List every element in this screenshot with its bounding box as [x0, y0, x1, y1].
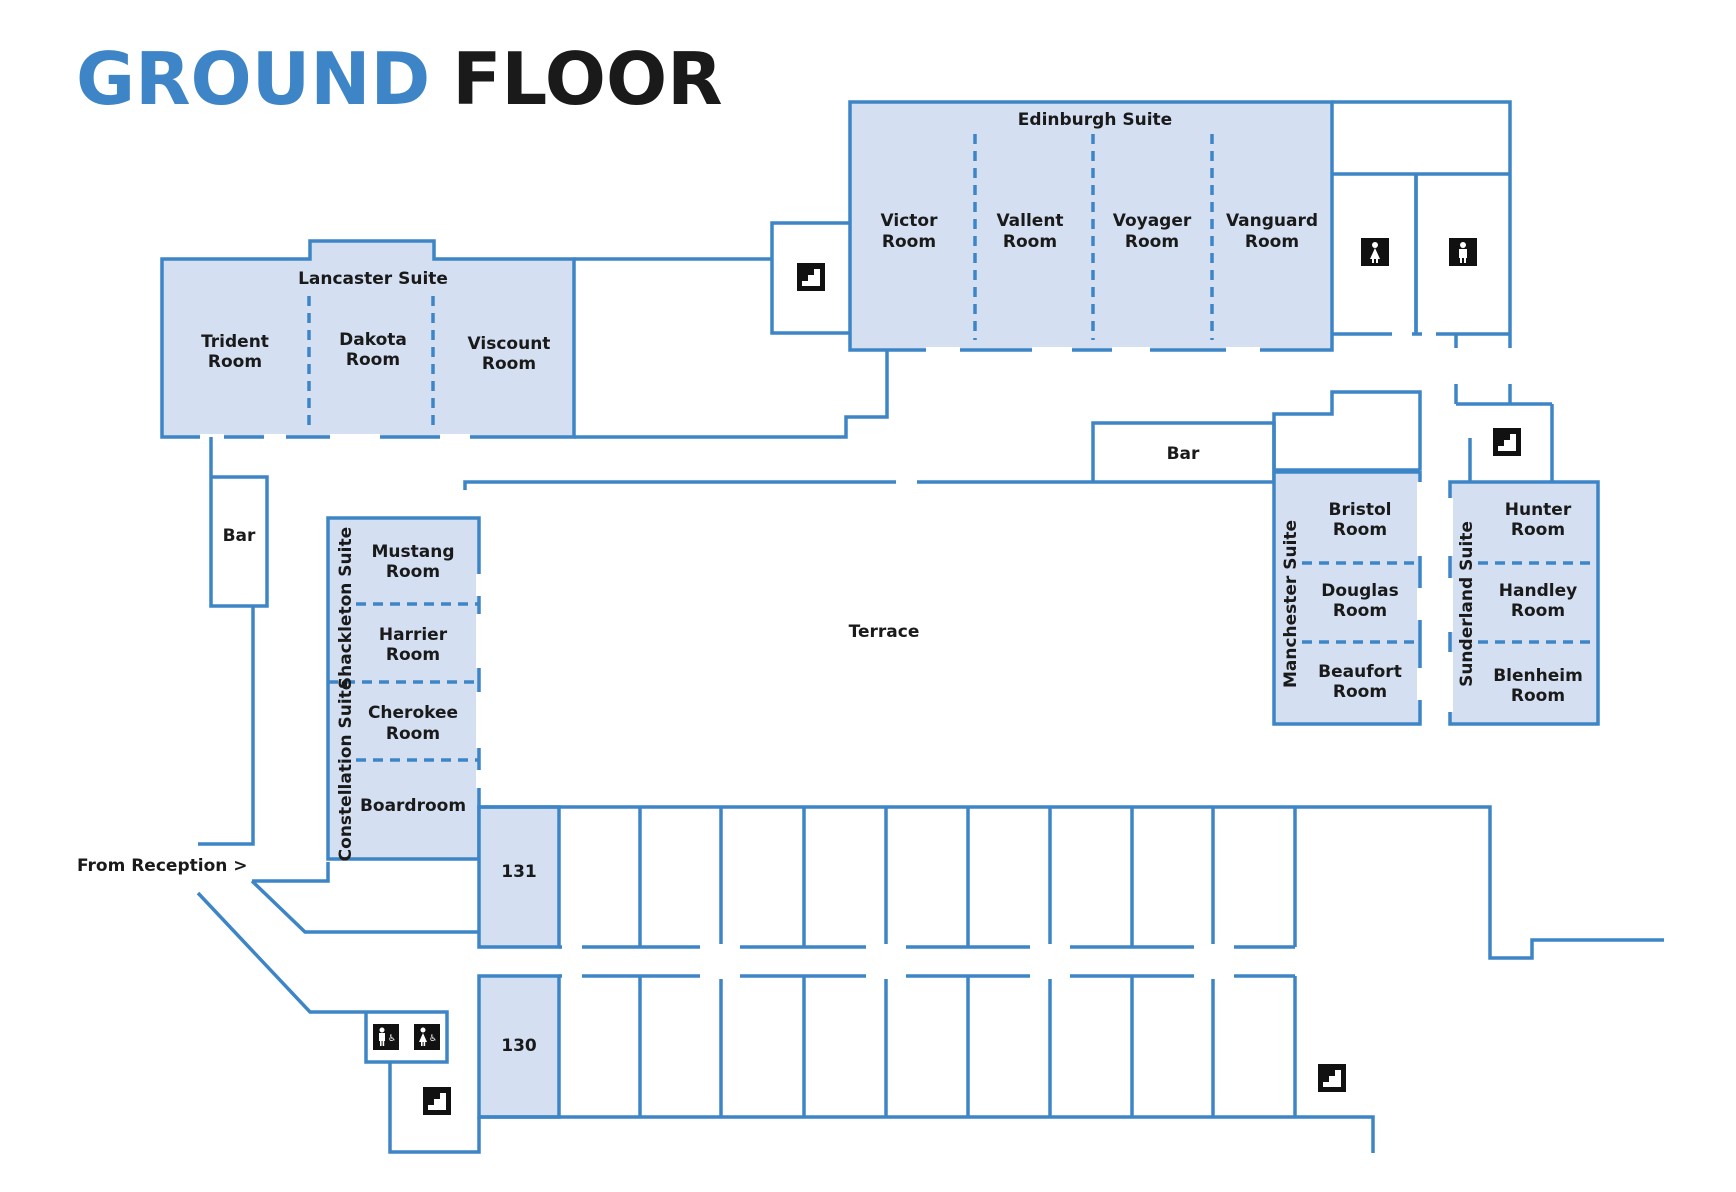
- stairs-icon: [797, 263, 825, 291]
- manchester-suite-label: Manchester Suite: [1281, 520, 1301, 688]
- room-131-label: 131: [501, 862, 537, 882]
- room-130-label: 130: [501, 1036, 537, 1056]
- reception-label: From Reception >: [77, 856, 248, 876]
- toilets-south: [364, 1010, 481, 1154]
- female-toilet-icon: [1361, 238, 1389, 266]
- svg-text:♿: ♿: [388, 1034, 396, 1044]
- boardroom-label: Boardroom: [360, 796, 466, 816]
- sunderland-suite-label: Sunderland Suite: [1457, 521, 1477, 687]
- page-title: GROUND FLOOR: [76, 37, 723, 121]
- handley-room-l2: Room: [1511, 601, 1565, 621]
- title-floor: FLOOR: [452, 37, 722, 121]
- victor-room-l2: Room: [882, 232, 936, 252]
- douglas-room-l2: Room: [1333, 601, 1387, 621]
- cherokee-room-l2: Room: [386, 724, 440, 744]
- edinburgh-suite-label: Edinburgh Suite: [1018, 110, 1172, 130]
- stairs-east: [1468, 404, 1554, 482]
- voyager-room-l2: Room: [1125, 232, 1179, 252]
- bar-left-label: Bar: [223, 526, 256, 546]
- voyager-room-l1: Voyager: [1113, 211, 1192, 231]
- harrier-room-l2: Room: [386, 645, 440, 665]
- viscount-room-l1: Viscount: [468, 334, 551, 354]
- vanguard-room-l1: Vanguard: [1226, 211, 1318, 231]
- harrier-room-l1: Harrier: [379, 625, 448, 645]
- shackleton-suite-label: Shackleton Suite: [336, 527, 356, 689]
- edinburgh-suite[interactable]: Edinburgh Suite Victor Room Vallent Room…: [848, 100, 1334, 353]
- stairs-north: [770, 221, 850, 335]
- bedroom-dividers: [638, 807, 1297, 1117]
- vallent-room-l2: Room: [1003, 232, 1057, 252]
- beaufort-room-l2: Room: [1333, 682, 1387, 702]
- bar-right-label: Bar: [1167, 444, 1200, 464]
- accessible-toilet-icon: ♿: [414, 1024, 440, 1050]
- blenheim-room-l1: Blenheim: [1493, 666, 1583, 686]
- handley-room-l1: Handley: [1499, 581, 1577, 601]
- shackleton-constellation-suites[interactable]: Shackleton Suite Constellation Suite Mus…: [326, 516, 482, 862]
- dakota-room-l2: Room: [346, 350, 400, 370]
- manchester-suite[interactable]: Manchester Suite Bristol Room Douglas Ro…: [1272, 470, 1423, 726]
- north-corridor: [574, 257, 889, 439]
- svg-text:♿: ♿: [429, 1034, 437, 1044]
- toilets-north: [1332, 100, 1552, 406]
- bar-left: Bar: [209, 437, 269, 608]
- trident-room-l1: Trident: [201, 332, 269, 352]
- trident-room-l2: Room: [208, 352, 262, 372]
- stairs-icon: [1493, 428, 1521, 456]
- dakota-room-l1: Dakota: [339, 330, 407, 350]
- blenheim-room-l2: Room: [1511, 686, 1565, 706]
- victor-room-l1: Victor: [881, 211, 939, 231]
- cherokee-room-l1: Cherokee: [368, 703, 458, 723]
- hunter-room-l2: Room: [1511, 520, 1565, 540]
- west-corridor: From Reception >: [77, 606, 479, 1014]
- bristol-room-l2: Room: [1333, 520, 1387, 540]
- title-ground: GROUND: [76, 37, 430, 121]
- mustang-room-l2: Room: [386, 562, 440, 582]
- vallent-room-l1: Vallent: [996, 211, 1063, 231]
- male-toilet-icon: [1449, 238, 1477, 266]
- accessible-toilet-icon: ♿: [373, 1024, 399, 1050]
- bedroom-wing: 131 130: [477, 805, 1664, 1153]
- constellation-suite-label: Constellation Suite: [336, 679, 356, 862]
- lancaster-suite[interactable]: Lancaster Suite Trident Room Dakota Room…: [160, 239, 576, 440]
- bristol-room-l1: Bristol: [1329, 500, 1392, 520]
- mustang-room-l1: Mustang: [371, 542, 454, 562]
- hunter-room-l1: Hunter: [1505, 500, 1572, 520]
- sunderland-suite[interactable]: Sunderland Suite Hunter Room Handley Roo…: [1447, 480, 1600, 726]
- stairs-icon: [423, 1087, 451, 1115]
- douglas-room-l1: Douglas: [1321, 581, 1398, 601]
- terrace-north-wall: Bar: [463, 390, 1422, 490]
- terrace-label: Terrace: [849, 622, 920, 642]
- stairs-icon: [1318, 1064, 1346, 1092]
- lancaster-suite-label: Lancaster Suite: [298, 269, 448, 289]
- vanguard-room-l2: Room: [1245, 232, 1299, 252]
- beaufort-room-l1: Beaufort: [1318, 662, 1402, 682]
- viscount-room-l2: Room: [482, 354, 536, 374]
